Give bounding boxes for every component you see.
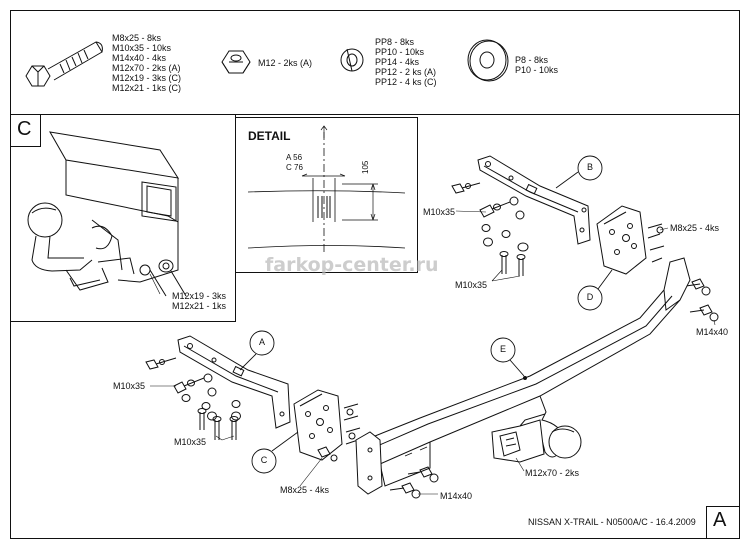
label-m10x35-b-bottom: M10x35 — [455, 280, 488, 290]
bolt-size-line: M12x70 - 2ks (A) — [112, 63, 181, 73]
view-c-bolt-labels: M12x19 - 3ks M12x21 - 1ks — [172, 291, 226, 311]
callout-b: B — [586, 162, 593, 172]
plate-c — [293, 389, 361, 461]
spring-washer-line: PP14 - 4ks — [375, 57, 420, 67]
nut-icon — [221, 50, 251, 74]
plate-d — [596, 205, 665, 275]
spring-washer-line: PP10 - 10ks — [375, 47, 425, 57]
main-frame — [10, 114, 740, 539]
bracket-a — [177, 335, 291, 429]
bracket-b-hardware — [451, 182, 529, 276]
label-m14x40-right: M14x40 — [696, 327, 729, 337]
spring-washer-line: PP12 - 2 ks (A) — [375, 67, 437, 77]
bolt-size-line: M12x21 - 1ks (C) — [112, 83, 182, 93]
bolt-size-line: M12x19 - 3ks (C) — [112, 73, 182, 83]
sheet-letter: A — [713, 509, 727, 531]
label-m8x25-left: M8x25 - 4ks — [280, 485, 330, 495]
bracket-a-hardware — [145, 357, 241, 440]
flat-washer-line: P10 - 10ks — [515, 65, 559, 75]
label-leaders — [149, 210, 716, 495]
view-c-letter: C — [17, 118, 32, 140]
callout-circles — [239, 155, 613, 474]
view-c-label: M12x21 - 1ks — [172, 301, 227, 311]
bolt-icon — [25, 41, 103, 87]
view-c-letter-box — [10, 114, 41, 147]
dimension-a: A 56 — [286, 153, 303, 162]
m14x40-right-hardware — [685, 278, 719, 322]
spring-washer-icon — [340, 48, 364, 72]
ball-coupling — [491, 395, 582, 463]
detail-frame — [235, 117, 418, 273]
callout-d: D — [586, 292, 594, 302]
m8x25-left-hardware — [317, 446, 338, 462]
watermark: farkop-center.ru — [265, 254, 439, 276]
label-m12x70: M12x70 - 2ks — [525, 468, 580, 478]
dimension-height: 105 — [361, 160, 370, 174]
label-m10x35-b-top: M10x35 — [423, 207, 456, 217]
flat-washers-list: P8 - 8ks P10 - 10ks — [515, 55, 558, 75]
title-block: NISSAN X-TRAIL - N0500A/C - 16.4.2009 — [528, 517, 696, 527]
spring-washer-line: PP12 - 4 ks (C) — [375, 77, 437, 87]
crossbar-e — [364, 257, 691, 487]
label-m10x35-a-bottom: M10x35 — [174, 437, 207, 447]
bracket-b — [477, 155, 591, 245]
sheet-letter-box — [706, 506, 740, 539]
bolt-size-line: M10x35 - 10ks — [112, 43, 172, 53]
view-c-hitch-illustration — [27, 131, 187, 297]
nut-spec: M12 - 2ks (A) — [258, 58, 313, 68]
flat-washer-icon — [467, 39, 509, 82]
flat-washer-line: P8 - 8ks — [515, 55, 549, 65]
spring-washer-line: PP8 - 8ks — [375, 37, 415, 47]
label-m10x35-a-top: M10x35 — [113, 381, 146, 391]
callout-e: E — [499, 344, 506, 354]
callout-c: C — [260, 455, 268, 465]
crossbar-left-bracket — [355, 431, 383, 495]
bolt-size-line: M14x40 - 4ks — [112, 53, 167, 63]
dimension-c: C 76 — [286, 163, 303, 172]
detail-title: DETAIL — [248, 129, 291, 143]
m14x40-left-hardware — [389, 466, 439, 499]
spring-washers-list: PP8 - 8ks PP10 - 10ks PP14 - 4ks PP12 - … — [375, 37, 437, 87]
bolt-size-line: M8x25 - 8ks — [112, 33, 162, 43]
detail-section — [247, 125, 406, 252]
bolt-sizes-list: M8x25 - 8ks M10x35 - 10ks M14x40 - 4ks M… — [112, 33, 181, 93]
view-c-label: M12x19 - 3ks — [172, 291, 227, 301]
label-m14x40-left: M14x40 — [440, 491, 473, 501]
label-m8x25-right: M8x25 - 4ks — [670, 223, 720, 233]
callout-a: A — [258, 337, 265, 347]
